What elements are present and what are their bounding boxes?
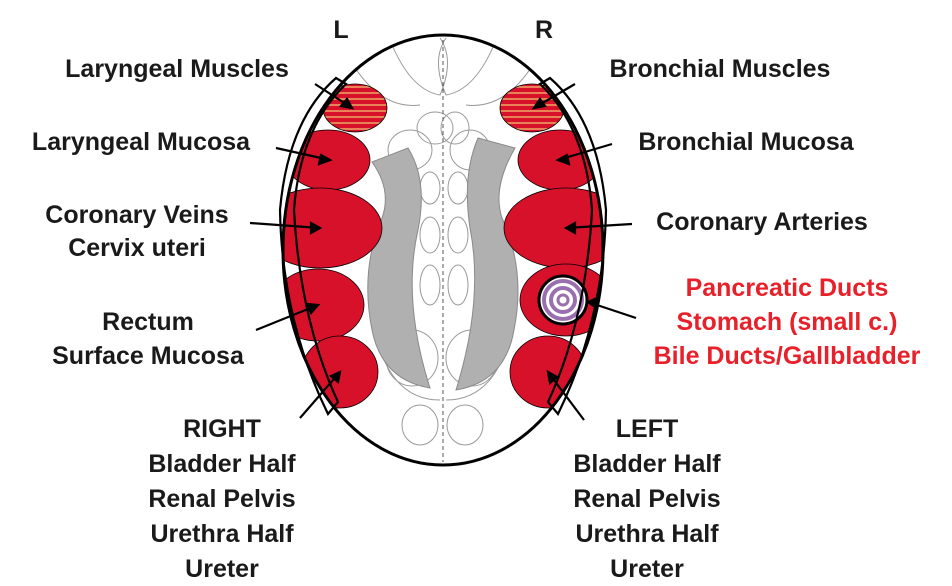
label-rectum: Rectum <box>102 308 194 336</box>
center-cell-6 <box>448 265 468 305</box>
label-bladder-half-left: Bladder Half <box>148 450 296 478</box>
label-bile-ducts-gallbladder: Bile Ducts/Gallbladder <box>654 342 921 370</box>
label-left-heading: LEFT <box>616 415 679 443</box>
label-pancreatic-ducts: Pancreatic Ducts <box>686 274 889 302</box>
bottom-cell-left <box>402 405 438 445</box>
center-cell-2 <box>448 172 468 204</box>
upper-cell-mid-right <box>441 112 469 144</box>
label-coronary-arteries: Coronary Arteries <box>656 208 868 236</box>
label-bronchial-mucosa: Bronchial Mucosa <box>638 128 854 156</box>
lobe-bronchial-muscles <box>500 84 564 132</box>
center-cell-4 <box>448 217 468 253</box>
label-coronary-veins: Coronary Veins <box>45 201 228 229</box>
label-surface-mucosa: Surface Mucosa <box>52 342 245 370</box>
center-cell-3 <box>420 217 440 253</box>
label-laryngeal-mucosa: Laryngeal Mucosa <box>32 128 251 156</box>
label-renal-pelvis-right: Renal Pelvis <box>573 485 720 513</box>
label-laryngeal-muscles: Laryngeal Muscles <box>65 55 289 83</box>
label-bladder-half-right: Bladder Half <box>573 450 721 478</box>
label-bronchial-muscles: Bronchial Muscles <box>610 55 831 83</box>
label-right-heading: RIGHT <box>183 415 261 443</box>
right-bladder-group: LEFT Bladder Half Renal Pelvis Urethra H… <box>573 415 721 583</box>
marker-left: L <box>333 16 348 44</box>
label-urethra-half-left: Urethra Half <box>150 520 294 548</box>
upper-cell-mid-left <box>417 112 453 144</box>
bottom-cell-right <box>447 405 483 445</box>
ventricle-right <box>456 138 518 390</box>
lobe-laryngeal-muscles <box>323 84 387 132</box>
highlighted-label-group: Pancreatic Ducts Stomach (small c.) Bile… <box>654 274 921 370</box>
label-ureter-left: Ureter <box>185 555 259 583</box>
center-cell-1 <box>420 172 440 204</box>
center-cell-5 <box>420 265 440 305</box>
marker-right: R <box>535 16 553 44</box>
label-stomach-small-c: Stomach (small c.) <box>677 308 898 336</box>
label-renal-pelvis-left: Renal Pelvis <box>148 485 295 513</box>
left-bladder-group: RIGHT Bladder Half Renal Pelvis Urethra … <box>148 415 296 583</box>
label-urethra-half-right: Urethra Half <box>575 520 719 548</box>
label-ureter-right: Ureter <box>610 555 684 583</box>
ventricle-left <box>368 148 430 388</box>
label-cervix-uteri: Cervix uteri <box>68 234 206 262</box>
